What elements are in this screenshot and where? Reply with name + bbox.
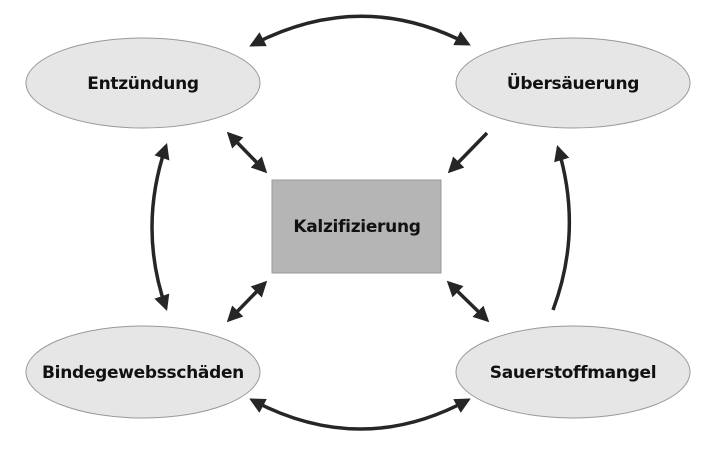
arrow-uebersaeuerung-kalzifizierung bbox=[447, 131, 489, 174]
arrow-top-arc bbox=[249, 14, 471, 47]
node-kalzifizierung bbox=[271, 179, 442, 274]
label-bindegewebsschaeden: Bindegewebsschäden bbox=[42, 363, 244, 383]
arrow-left-curve bbox=[150, 143, 170, 311]
node-bindegewebsschaeden bbox=[25, 325, 261, 419]
label-sauerstoffmangel: Sauerstoffmangel bbox=[489, 363, 657, 383]
arrow-bottom-arc bbox=[249, 398, 471, 431]
node-entzuendung bbox=[25, 37, 261, 129]
node-uebersaeuerung bbox=[455, 37, 691, 129]
arrow-kalzifizierung-sauerstoffmangel bbox=[446, 280, 490, 323]
arrow-kalzifizierung-bindegewebsschaeden bbox=[226, 280, 268, 323]
label-uebersaeuerung: Übersäuerung bbox=[506, 74, 640, 94]
arrow-entzuendung-kalzifizierung bbox=[226, 131, 268, 174]
arrow-right-curve bbox=[551, 144, 572, 311]
node-sauerstoffmangel bbox=[455, 325, 691, 419]
label-kalzifizierung: Kalzifizierung bbox=[293, 217, 421, 237]
label-entzuendung: Entzündung bbox=[87, 74, 199, 94]
